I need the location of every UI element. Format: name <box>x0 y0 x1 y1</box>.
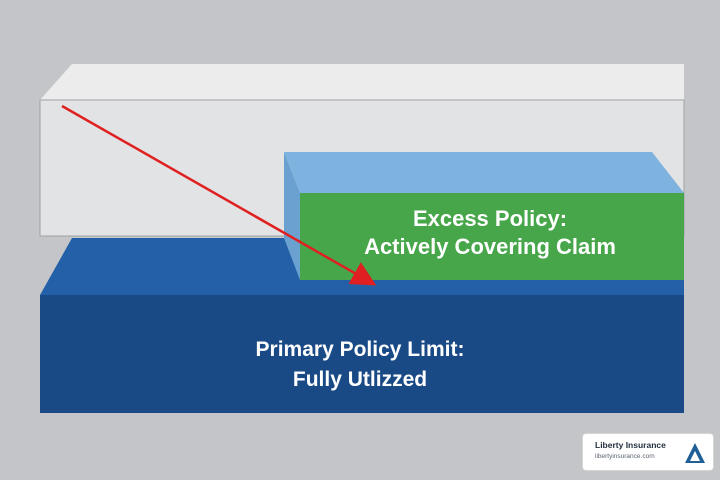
excess-policy-status: Actively Covering Claim <box>364 233 616 259</box>
liberty-insurance-logo: Liberty Insurance libertyinsurance.com <box>582 433 714 471</box>
excess-policy-label: Excess Policy: Actively Covering Claim <box>300 205 680 260</box>
triangle-logo-icon <box>685 443 705 463</box>
logo-name: Liberty Insurance <box>595 440 666 450</box>
primary-policy-label: Primary Policy Limit: Fully Utlizzed <box>40 335 680 396</box>
primary-policy-status: Fully Utlizzed <box>292 368 428 392</box>
excess-policy-title: Excess Policy: <box>412 206 568 231</box>
logo-url: libertyinsurance.com <box>595 453 655 460</box>
primary-policy-title: Primary Policy Limit: <box>255 338 465 361</box>
red-arrow <box>61 104 377 286</box>
